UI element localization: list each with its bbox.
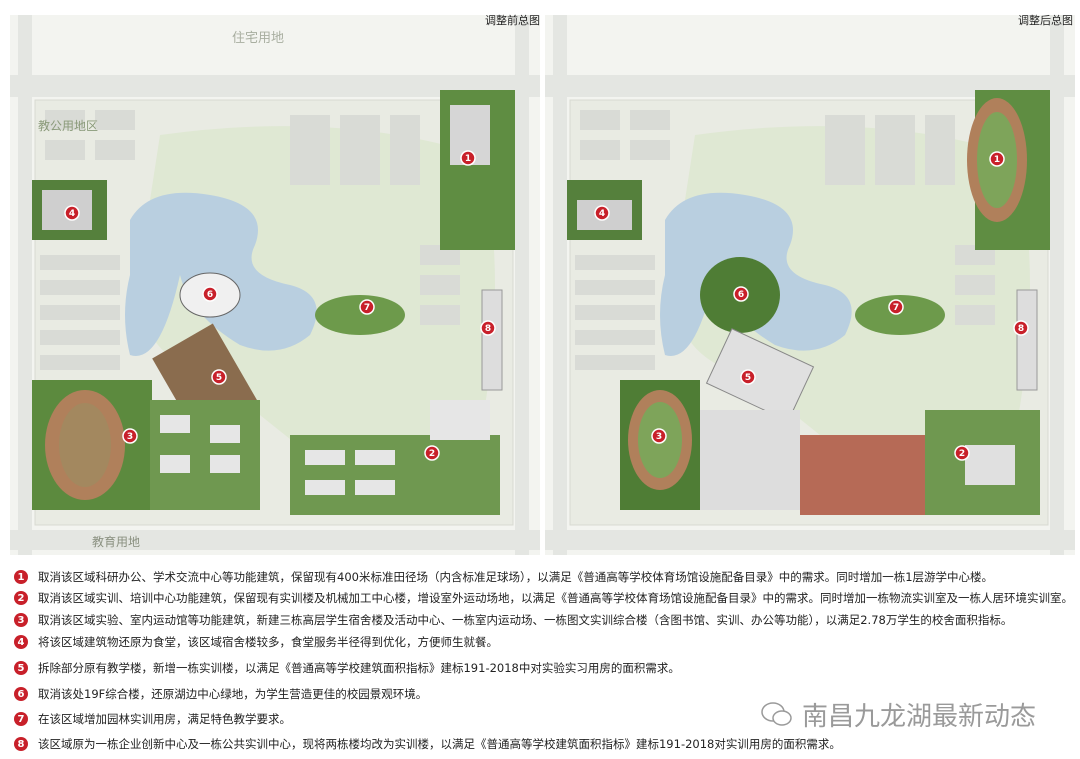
number-badge: 3 xyxy=(14,613,28,627)
marker-2: 2 xyxy=(959,449,965,459)
marker-8: 8 xyxy=(485,324,491,334)
markers xyxy=(64,150,1029,461)
marker-3: 3 xyxy=(127,432,133,442)
marker-2: 2 xyxy=(429,449,435,459)
marker-8: 8 xyxy=(1018,324,1024,334)
site-plan-comparison: 1 2 3 4 5 6 7 8 1 2 3 4 5 6 7 8 住宅用地 教育用… xyxy=(9,14,1076,556)
legend-text: 取消该区域科研办公、学术交流中心等功能建筑，保留现有400米标准田径场（内含标准… xyxy=(38,570,994,584)
number-badge: 4 xyxy=(14,635,28,649)
marker-7: 7 xyxy=(893,303,899,313)
wechat-icon xyxy=(761,701,792,726)
number-badge: 2 xyxy=(14,591,28,605)
legend-text: 取消该区域实训、培训中心功能建筑，保留现有实训楼及机械加工中心楼，增设室外运动场… xyxy=(38,591,1073,605)
number-badge: 1 xyxy=(14,570,28,584)
marker-6: 6 xyxy=(207,290,213,300)
after-plan-title: 调整后总图 xyxy=(1018,14,1073,27)
watermark: 南昌九龙湖最新动态 xyxy=(760,696,1036,733)
legend-item: 2 取消该区域实训、培训中心功能建筑，保留现有实训楼及机械加工中心楼，增设室外运动… xyxy=(14,588,1073,608)
legend-text: 取消该处19F综合楼，还原湖边中心绿地，为学生营造更佳的校园景观环境。 xyxy=(38,687,428,701)
marker-5: 5 xyxy=(216,373,222,383)
after-plan xyxy=(544,14,1076,556)
before-plan xyxy=(9,14,541,556)
marker-6: 6 xyxy=(738,290,744,300)
before-plan-title: 调整前总图 xyxy=(485,14,540,27)
legend-item: 7 在该区域增加园林实训用房，满足特色教学要求。 xyxy=(14,709,291,729)
marker-3: 3 xyxy=(656,432,662,442)
legend-text: 该区域原为一栋企业创新中心及一栋公共实训中心，现将两栋楼均改为实训楼，以满足《普… xyxy=(38,737,841,751)
land-label-bottom: 教育用地 xyxy=(92,534,140,549)
legend-text: 取消该区域实验、室内运动馆等功能建筑，新建三栋高层学生宿舍楼及活动中心、一栋室内… xyxy=(38,613,1013,627)
number-badge: 5 xyxy=(14,661,28,675)
legend-item: 4 将该区域建筑物还原为食堂，该区域宿舍楼较多，食堂服务半径得到优化，方便师生就餐… xyxy=(14,632,498,652)
legend-text: 拆除部分原有教学楼，新增一栋实训楼，以满足《普通高等学校建筑面积指标》建标191… xyxy=(38,661,680,675)
number-badge: 8 xyxy=(14,737,28,751)
marker-1: 1 xyxy=(465,154,471,164)
number-badge: 6 xyxy=(14,687,28,701)
legend-item: 3 取消该区域实验、室内运动馆等功能建筑，新建三栋高层学生宿舍楼及活动中心、一栋室… xyxy=(14,610,1012,630)
legend-item: 8 该区域原为一栋企业创新中心及一栋公共实训中心，现将两栋楼均改为实训楼，以满足《… xyxy=(14,734,841,754)
marker-4: 4 xyxy=(599,209,605,219)
number-badge: 7 xyxy=(14,712,28,726)
land-label-top: 住宅用地 xyxy=(232,31,284,46)
watermark-text: 南昌九龙湖最新动态 xyxy=(802,702,1037,732)
marker-7: 7 xyxy=(364,303,370,313)
marker-5: 5 xyxy=(745,373,751,383)
legend-item: 1 取消该区域科研办公、学术交流中心等功能建筑，保留现有400米标准田径场（内含标… xyxy=(14,567,993,587)
legend-item: 5 拆除部分原有教学楼，新增一栋实训楼，以满足《普通高等学校建筑面积指标》建标19… xyxy=(14,658,680,678)
marker-1: 1 xyxy=(994,155,1000,165)
marker-4: 4 xyxy=(69,209,75,219)
legend-text: 在该区域增加园林实训用房，满足特色教学要求。 xyxy=(38,712,291,726)
legend-text: 将该区域建筑物还原为食堂，该区域宿舍楼较多，食堂服务半径得到优化，方便师生就餐。 xyxy=(38,635,498,649)
legend-item: 6 取消该处19F综合楼，还原湖边中心绿地，为学生营造更佳的校园景观环境。 xyxy=(14,684,427,704)
land-label-left: 教公用地区 xyxy=(38,118,98,133)
